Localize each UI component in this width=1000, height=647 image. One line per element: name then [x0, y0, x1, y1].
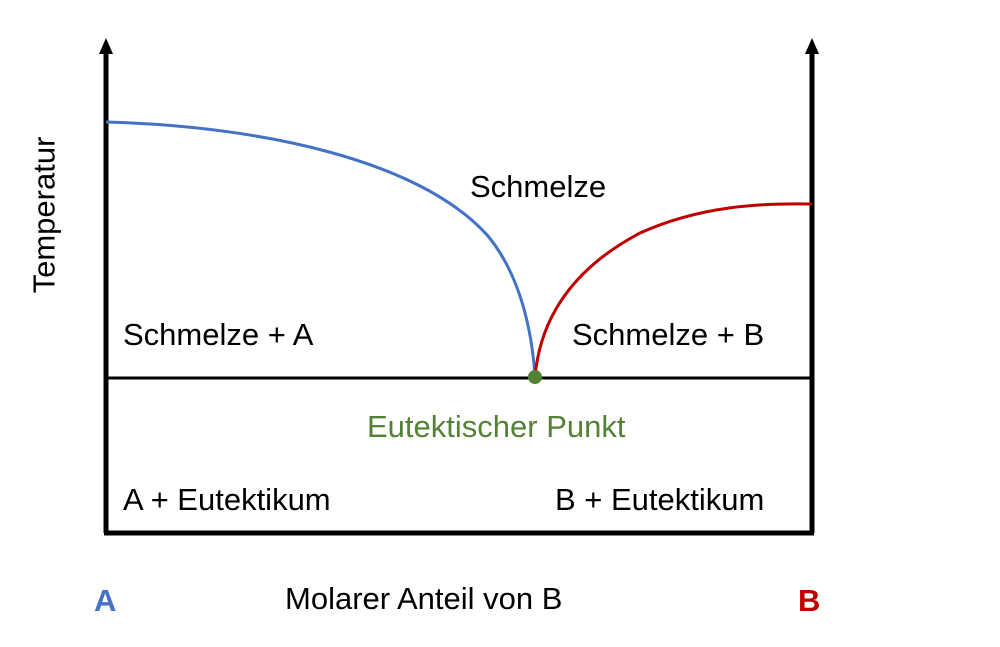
region-liquid: Schmelze: [470, 169, 607, 204]
x-axis-label: Molarer Anteil von B: [285, 581, 563, 616]
region-liquid-plus-a: Schmelze + A: [123, 317, 314, 352]
region-liquid-plus-b: Schmelze + B: [572, 317, 765, 352]
liquidus-curve-a: [105, 120, 537, 378]
region-b-plus-eutectic: B + Eutektikum: [555, 482, 765, 517]
eutectic-point-marker: [528, 370, 542, 384]
component-b-label: B: [798, 583, 821, 618]
component-a-label: A: [94, 583, 117, 618]
eutectic-point-label: Eutektischer Punkt: [367, 409, 626, 444]
liquidus-curve-b: [533, 202, 813, 378]
y-axis-label: Temperatur: [26, 136, 62, 294]
region-a-plus-eutectic: A + Eutektikum: [123, 482, 331, 517]
y-axis-left-arrow: [99, 38, 113, 54]
y-axis-right-arrow: [805, 38, 819, 54]
